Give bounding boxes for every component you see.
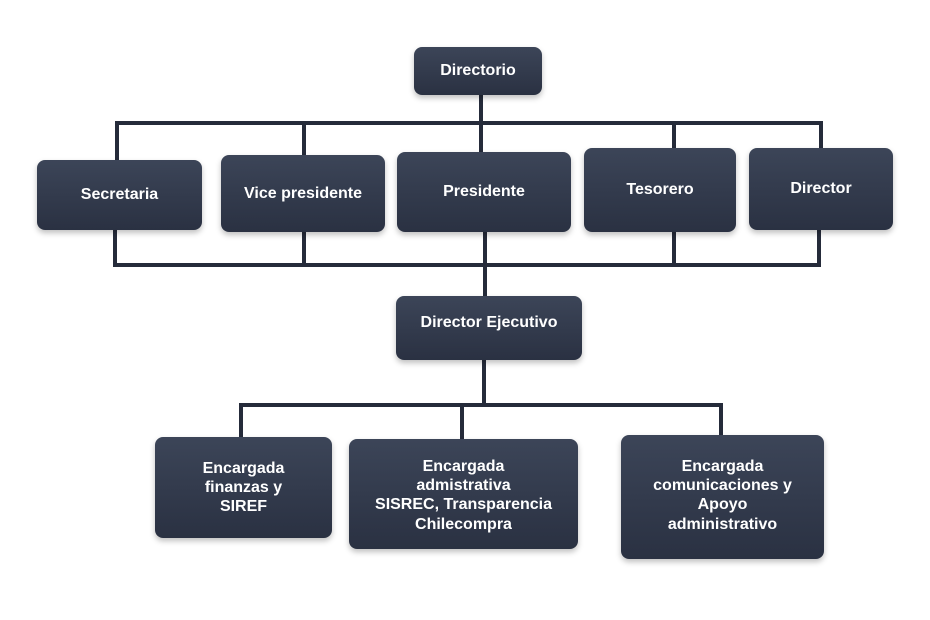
node-presidente: Presidente <box>397 152 571 232</box>
node-vice-presidente: Vice presidente <box>221 155 385 232</box>
node-encargada-administrativa-label: Encargada admistrativa SISREC, Transpare… <box>375 458 552 533</box>
node-vice-presidente-label: Vice presidente <box>244 184 362 202</box>
node-director-ejecutivo-label: Director Ejecutivo <box>420 314 558 331</box>
node-encargada-finanzas-label: Encargada finanzas y SIREF <box>202 459 285 516</box>
node-encargada-comunicaciones-label: Encargada comunicaciones y Apoyo adminis… <box>653 458 792 533</box>
node-encargada-finanzas: Encargada finanzas y SIREF <box>155 437 332 538</box>
node-secretaria: Secretaria <box>37 160 202 230</box>
node-encargada-administrativa: Encargada admistrativa SISREC, Transpare… <box>349 439 578 549</box>
node-encargada-comunicaciones: Encargada comunicaciones y Apoyo adminis… <box>621 435 824 559</box>
node-presidente-label: Presidente <box>443 183 525 201</box>
node-tesorero-label: Tesorero <box>626 181 694 199</box>
node-director-ejecutivo: Director Ejecutivo <box>396 296 582 360</box>
node-directorio-label: Directorio <box>440 62 516 80</box>
node-director: Director <box>749 148 893 230</box>
node-directorio: Directorio <box>414 47 542 95</box>
node-secretaria-label: Secretaria <box>80 186 159 204</box>
node-tesorero: Tesorero <box>584 148 736 232</box>
node-director-label: Director <box>790 180 852 198</box>
